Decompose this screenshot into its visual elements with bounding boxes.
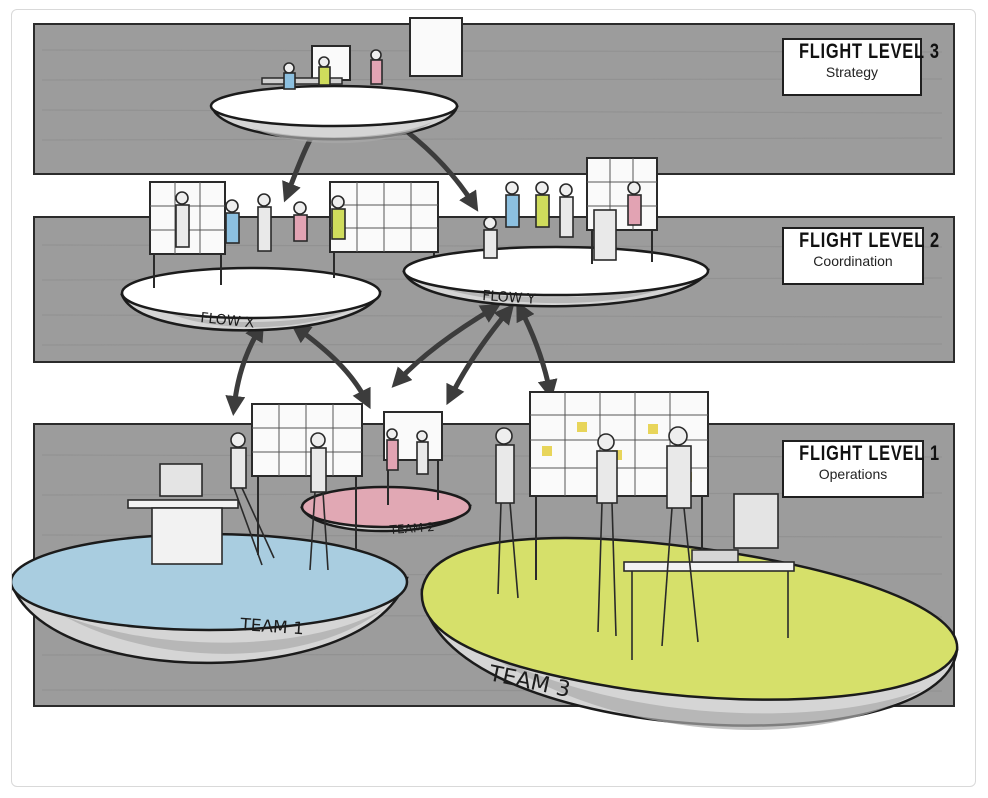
person <box>483 229 498 259</box>
keyboard <box>691 549 739 563</box>
illustration-frame: FLOW X FLOW Y <box>11 9 976 787</box>
desk-cabinet <box>151 507 223 565</box>
person <box>230 432 246 448</box>
person <box>483 216 497 230</box>
person <box>283 62 295 74</box>
flight-level-3-title: FLIGHT LEVEL 3 <box>798 40 940 63</box>
flight-level-2-label: FLIGHT LEVEL 2 Coordination <box>782 227 940 285</box>
person <box>225 199 239 213</box>
person <box>535 194 550 228</box>
person <box>668 426 688 446</box>
person <box>318 56 330 68</box>
person <box>257 206 272 252</box>
person <box>495 444 515 504</box>
person <box>318 66 331 86</box>
flight-level-2-subtitle: Coordination <box>813 253 893 269</box>
person <box>666 445 692 509</box>
person <box>597 433 615 451</box>
person <box>370 49 382 61</box>
flight-level-3-subtitle: Strategy <box>825 64 879 80</box>
arrow-flow-x-team-1 <box>225 321 265 416</box>
person <box>310 447 327 493</box>
flow-y-label: FLOW Y <box>482 288 537 308</box>
cabinet <box>593 209 617 261</box>
flight-level-2-title: FLIGHT LEVEL 2 <box>799 229 940 252</box>
person <box>293 201 307 215</box>
platform-team-3: TEAM 3 <box>420 391 959 730</box>
person <box>331 195 345 209</box>
person <box>225 212 240 244</box>
person <box>596 450 618 504</box>
platform-team-2: TEAM 2 <box>300 411 472 537</box>
arrow-flow-y-team-3b <box>516 300 558 400</box>
team-2-label: TEAM 2 <box>388 520 435 537</box>
platform-flow-y: FLOW Y <box>402 157 710 308</box>
flight-levels-illustration: FLOW X FLOW Y <box>12 17 959 730</box>
platform-team-1: TEAM 1 <box>12 403 409 665</box>
strategy-board-small <box>311 45 351 81</box>
person <box>627 181 641 195</box>
team-1-board <box>251 403 363 477</box>
person <box>535 181 549 195</box>
person <box>175 191 189 205</box>
platform-strategy <box>209 17 463 144</box>
monitor <box>733 493 779 549</box>
person <box>293 214 308 242</box>
person <box>230 447 247 489</box>
arrow-flow-y-team-3a <box>446 303 515 406</box>
person <box>257 193 271 207</box>
desk <box>127 499 239 509</box>
flight-level-1-subtitle: Operations <box>818 466 888 482</box>
person <box>559 196 574 238</box>
person <box>505 194 520 228</box>
flight-level-3-label: FLIGHT LEVEL 3 Strategy <box>782 38 940 96</box>
flight-level-1-title: FLIGHT LEVEL 1 <box>799 442 940 465</box>
person <box>627 194 642 226</box>
person <box>386 439 399 471</box>
flow-arrows <box>225 103 558 416</box>
flight-level-1-label: FLIGHT LEVEL 1 Operations <box>782 440 940 498</box>
person <box>386 428 398 440</box>
person <box>559 183 573 197</box>
flow-x-label: FLOW X <box>200 310 256 332</box>
person <box>495 427 513 445</box>
person <box>416 441 429 475</box>
person <box>370 59 383 85</box>
arrow-flow-x-team-2 <box>290 323 371 410</box>
strategy-table <box>261 77 343 85</box>
person <box>283 72 296 90</box>
person <box>175 204 190 248</box>
person <box>416 430 428 442</box>
desk <box>623 561 795 572</box>
monitor <box>159 463 203 497</box>
person <box>331 208 346 240</box>
strategy-board <box>409 17 463 77</box>
team-1-label: TEAM 1 <box>239 615 305 639</box>
person <box>310 432 326 448</box>
person <box>505 181 519 195</box>
platform-flow-x: FLOW X <box>120 181 439 332</box>
